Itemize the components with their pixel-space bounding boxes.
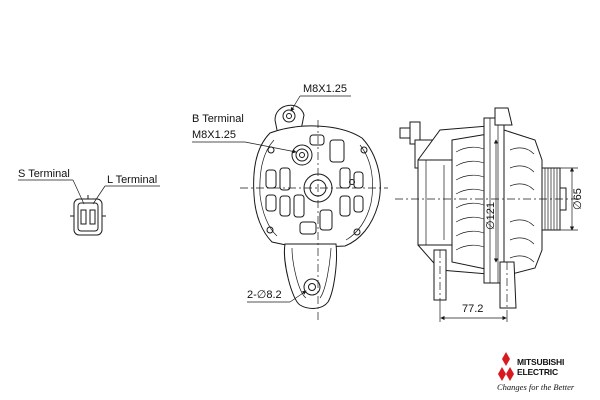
logo-diamond-top	[502, 352, 510, 366]
mount-holes-label: 2-∅8.2	[247, 289, 282, 301]
s-terminal-label: S Terminal	[18, 168, 70, 180]
brand-line1: MITSUBISHI	[517, 357, 564, 367]
dim-pulley-label: ∅65	[572, 188, 584, 210]
logo-diamond-right	[506, 367, 514, 381]
b-thread-label: M8X1.25	[192, 129, 236, 141]
top-thread-leader	[290, 95, 301, 112]
alternator-side-view	[399, 107, 567, 315]
dim-body-label: ∅121	[485, 202, 497, 230]
s-terminal-leader	[72, 179, 85, 205]
top-thread-label: M8X1.25	[303, 83, 347, 95]
b-terminal-label: B Terminal	[192, 113, 244, 125]
mitsubishi-logo	[498, 352, 514, 381]
brand-tagline: Changes for the Better	[497, 382, 575, 392]
alternator-rear-view	[253, 105, 381, 309]
l-terminal-label: L Terminal	[107, 174, 157, 186]
dim-width-label: 77.2	[462, 303, 483, 315]
brand-line2: ELECTRIC	[517, 367, 558, 377]
logo-diamond-left	[498, 367, 506, 381]
mount-holes-leader	[289, 290, 307, 303]
connector-plug	[70, 195, 106, 236]
b-terminal-leader	[244, 141, 297, 154]
l-terminal-leader	[92, 185, 106, 205]
